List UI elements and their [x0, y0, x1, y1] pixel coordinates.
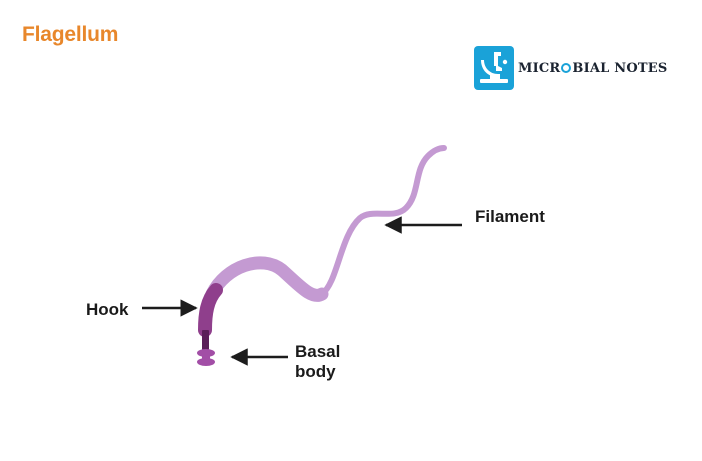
brand-name: MICR BIAL NOTES: [518, 61, 667, 76]
filament-label: Filament: [475, 207, 545, 226]
hook-label: Hook: [86, 300, 129, 319]
basal-rod: [202, 330, 209, 350]
basal-body-label-line2: body: [295, 362, 336, 382]
brand-name-part2: BIAL NOTES: [572, 60, 668, 76]
basal-body-core: [202, 353, 210, 362]
page-title: Flagellum: [22, 23, 119, 46]
filament-thick-segment: [205, 256, 329, 302]
brand-o-ring-icon: [561, 62, 572, 73]
hook-shape: [198, 283, 223, 337]
basal-body-label: Basal body: [295, 342, 340, 383]
basal-body-label-line1: Basal: [295, 342, 341, 361]
filament-shape: [211, 145, 447, 300]
microscope-icon: [474, 46, 514, 90]
brand-logo-group: MICR BIAL NOTES: [474, 46, 667, 90]
brand-name-part1: MICR: [518, 60, 561, 76]
